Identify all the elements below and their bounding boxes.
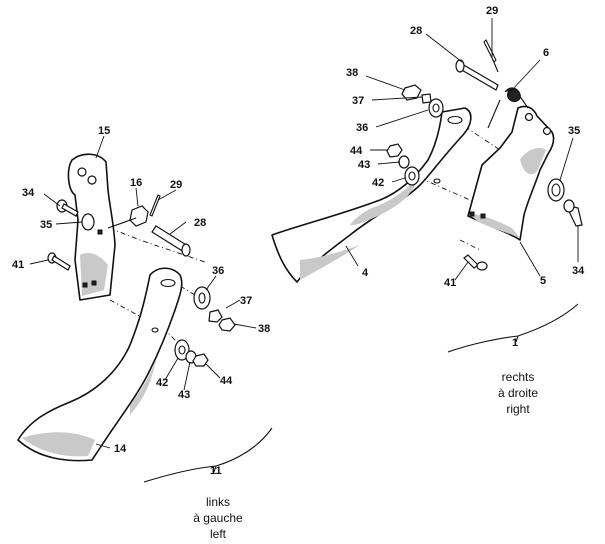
callout-15: 15 [98, 125, 110, 137]
callout-36-left: 36 [212, 265, 224, 277]
nut-icon [208, 309, 236, 332]
bolt-icon [47, 252, 71, 271]
callout-38-left: 38 [258, 323, 270, 335]
nut-icon [401, 84, 444, 118]
callout-37-right: 37 [352, 95, 364, 107]
bolt-icon [56, 199, 79, 217]
callout-28-right: 28 [410, 25, 422, 37]
callout-44-left: 44 [220, 375, 233, 387]
callout-36-right: 36 [356, 122, 368, 134]
callout-labels: 29 28 6 38 37 36 44 43 42 35 4 41 5 34 1… [12, 5, 585, 477]
callout-6: 6 [543, 47, 549, 59]
callout-35-right: 35 [568, 125, 580, 137]
bolt-icon [563, 199, 583, 227]
caption-left-de: links [206, 495, 230, 509]
callout-37-left: 37 [240, 295, 252, 307]
caption-left: links à gauche left [193, 495, 243, 541]
callout-43-right: 43 [358, 159, 370, 171]
pin-icon [149, 194, 161, 217]
bolt-icon [463, 254, 488, 271]
right-assembly [271, 18, 583, 353]
caption-right: rechts à droite right [498, 370, 538, 416]
callout-41-left: 41 [12, 259, 24, 271]
caption-left-en: left [210, 527, 227, 541]
callout-43-left: 43 [178, 389, 190, 401]
callout-1: 1 [512, 337, 518, 349]
bracket-icon [467, 105, 555, 241]
washer-icon [81, 213, 95, 231]
nut-icon [129, 205, 149, 227]
callout-28-left: 28 [194, 217, 206, 229]
callout-4: 4 [362, 267, 369, 279]
caption-right-de: rechts [502, 370, 535, 384]
caption-right-en: right [506, 402, 530, 416]
blade-icon [271, 107, 472, 283]
nut-icon [192, 353, 209, 367]
callout-11: 11 [210, 465, 222, 477]
callout-35-left: 35 [40, 219, 52, 231]
callout-29-right: 29 [486, 5, 498, 17]
callout-38-right: 38 [346, 67, 358, 79]
blade-icon [17, 267, 183, 462]
callout-41-right: 41 [444, 277, 456, 289]
bolt-icon [455, 39, 499, 91]
callout-42-left: 42 [156, 377, 168, 389]
callout-42-right: 42 [372, 177, 384, 189]
callout-34-right: 34 [572, 265, 585, 277]
callout-44-right: 44 [350, 145, 363, 157]
caption-right-fr: à droite [498, 386, 538, 400]
washer-icon [386, 143, 420, 186]
callout-5: 5 [540, 275, 546, 287]
washer-icon [174, 339, 197, 364]
washer-icon [547, 178, 565, 202]
bolt-icon [151, 225, 191, 257]
caption-left-fr: à gauche [193, 511, 243, 525]
callout-29-left: 29 [170, 179, 182, 191]
callout-16: 16 [130, 177, 142, 189]
washer-icon [193, 286, 211, 310]
callout-34-left: 34 [22, 187, 35, 199]
callout-14: 14 [114, 443, 127, 455]
left-assembly [17, 135, 273, 483]
